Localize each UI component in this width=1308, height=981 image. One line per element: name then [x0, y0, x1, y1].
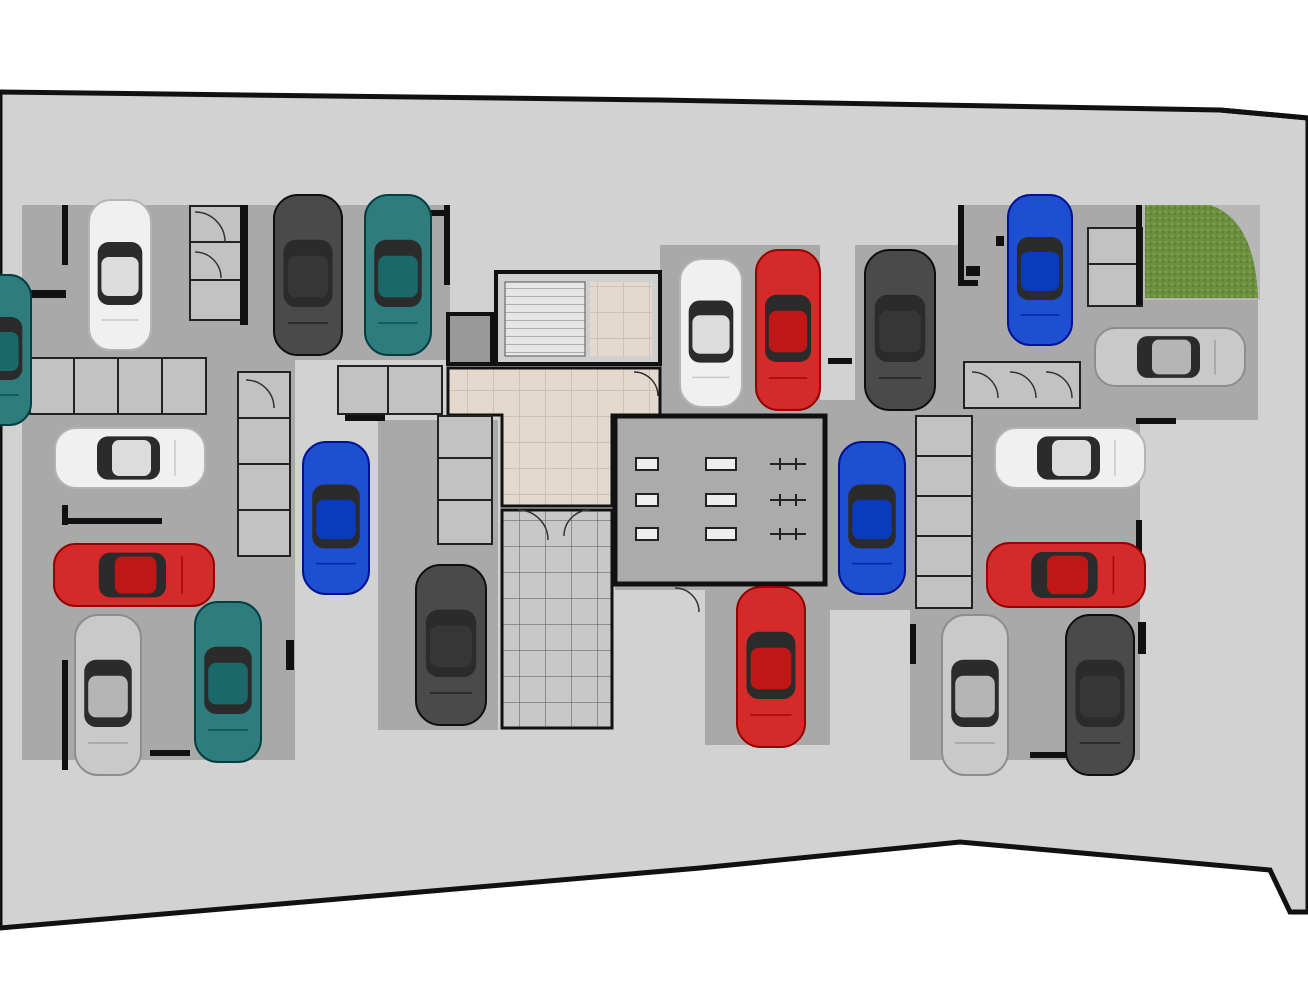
car-white — [679, 258, 743, 408]
cross-trainer-icon — [705, 493, 737, 507]
car-red — [736, 586, 806, 748]
car-red — [986, 542, 1146, 608]
car-teal — [0, 274, 32, 426]
car-silver — [941, 614, 1009, 776]
bench-icon — [770, 494, 806, 506]
walls-columns — [30, 205, 1176, 770]
treadmill-icon — [635, 493, 659, 507]
car-blue — [302, 441, 370, 595]
car-black — [864, 249, 936, 411]
car-black — [415, 564, 487, 726]
site-boundary-line — [1219, 107, 1308, 121]
treadmill-icon — [635, 457, 659, 471]
car-silver — [1094, 327, 1246, 387]
entrance-ramp — [500, 508, 614, 730]
car-white — [88, 199, 152, 351]
car-black — [273, 194, 343, 356]
cross-trainer-icon — [705, 457, 737, 471]
car-silver — [74, 614, 142, 776]
car-blue — [1007, 194, 1073, 346]
car-teal — [194, 601, 262, 763]
garden — [1145, 205, 1258, 298]
car-red — [53, 543, 215, 607]
car-teal — [364, 194, 432, 356]
car-white — [54, 427, 206, 489]
car-black — [1065, 614, 1135, 776]
lift-shaft — [446, 312, 494, 366]
bench-icon — [770, 528, 806, 540]
parked-cars — [0, 194, 1246, 776]
car-blue — [838, 441, 906, 595]
door-swings — [194, 211, 1073, 613]
car-red — [755, 249, 821, 411]
cross-trainer-icon — [705, 527, 737, 541]
bench-icon — [770, 458, 806, 470]
treadmill-icon — [635, 527, 659, 541]
car-white — [994, 427, 1146, 489]
gym-equipment — [635, 457, 806, 541]
